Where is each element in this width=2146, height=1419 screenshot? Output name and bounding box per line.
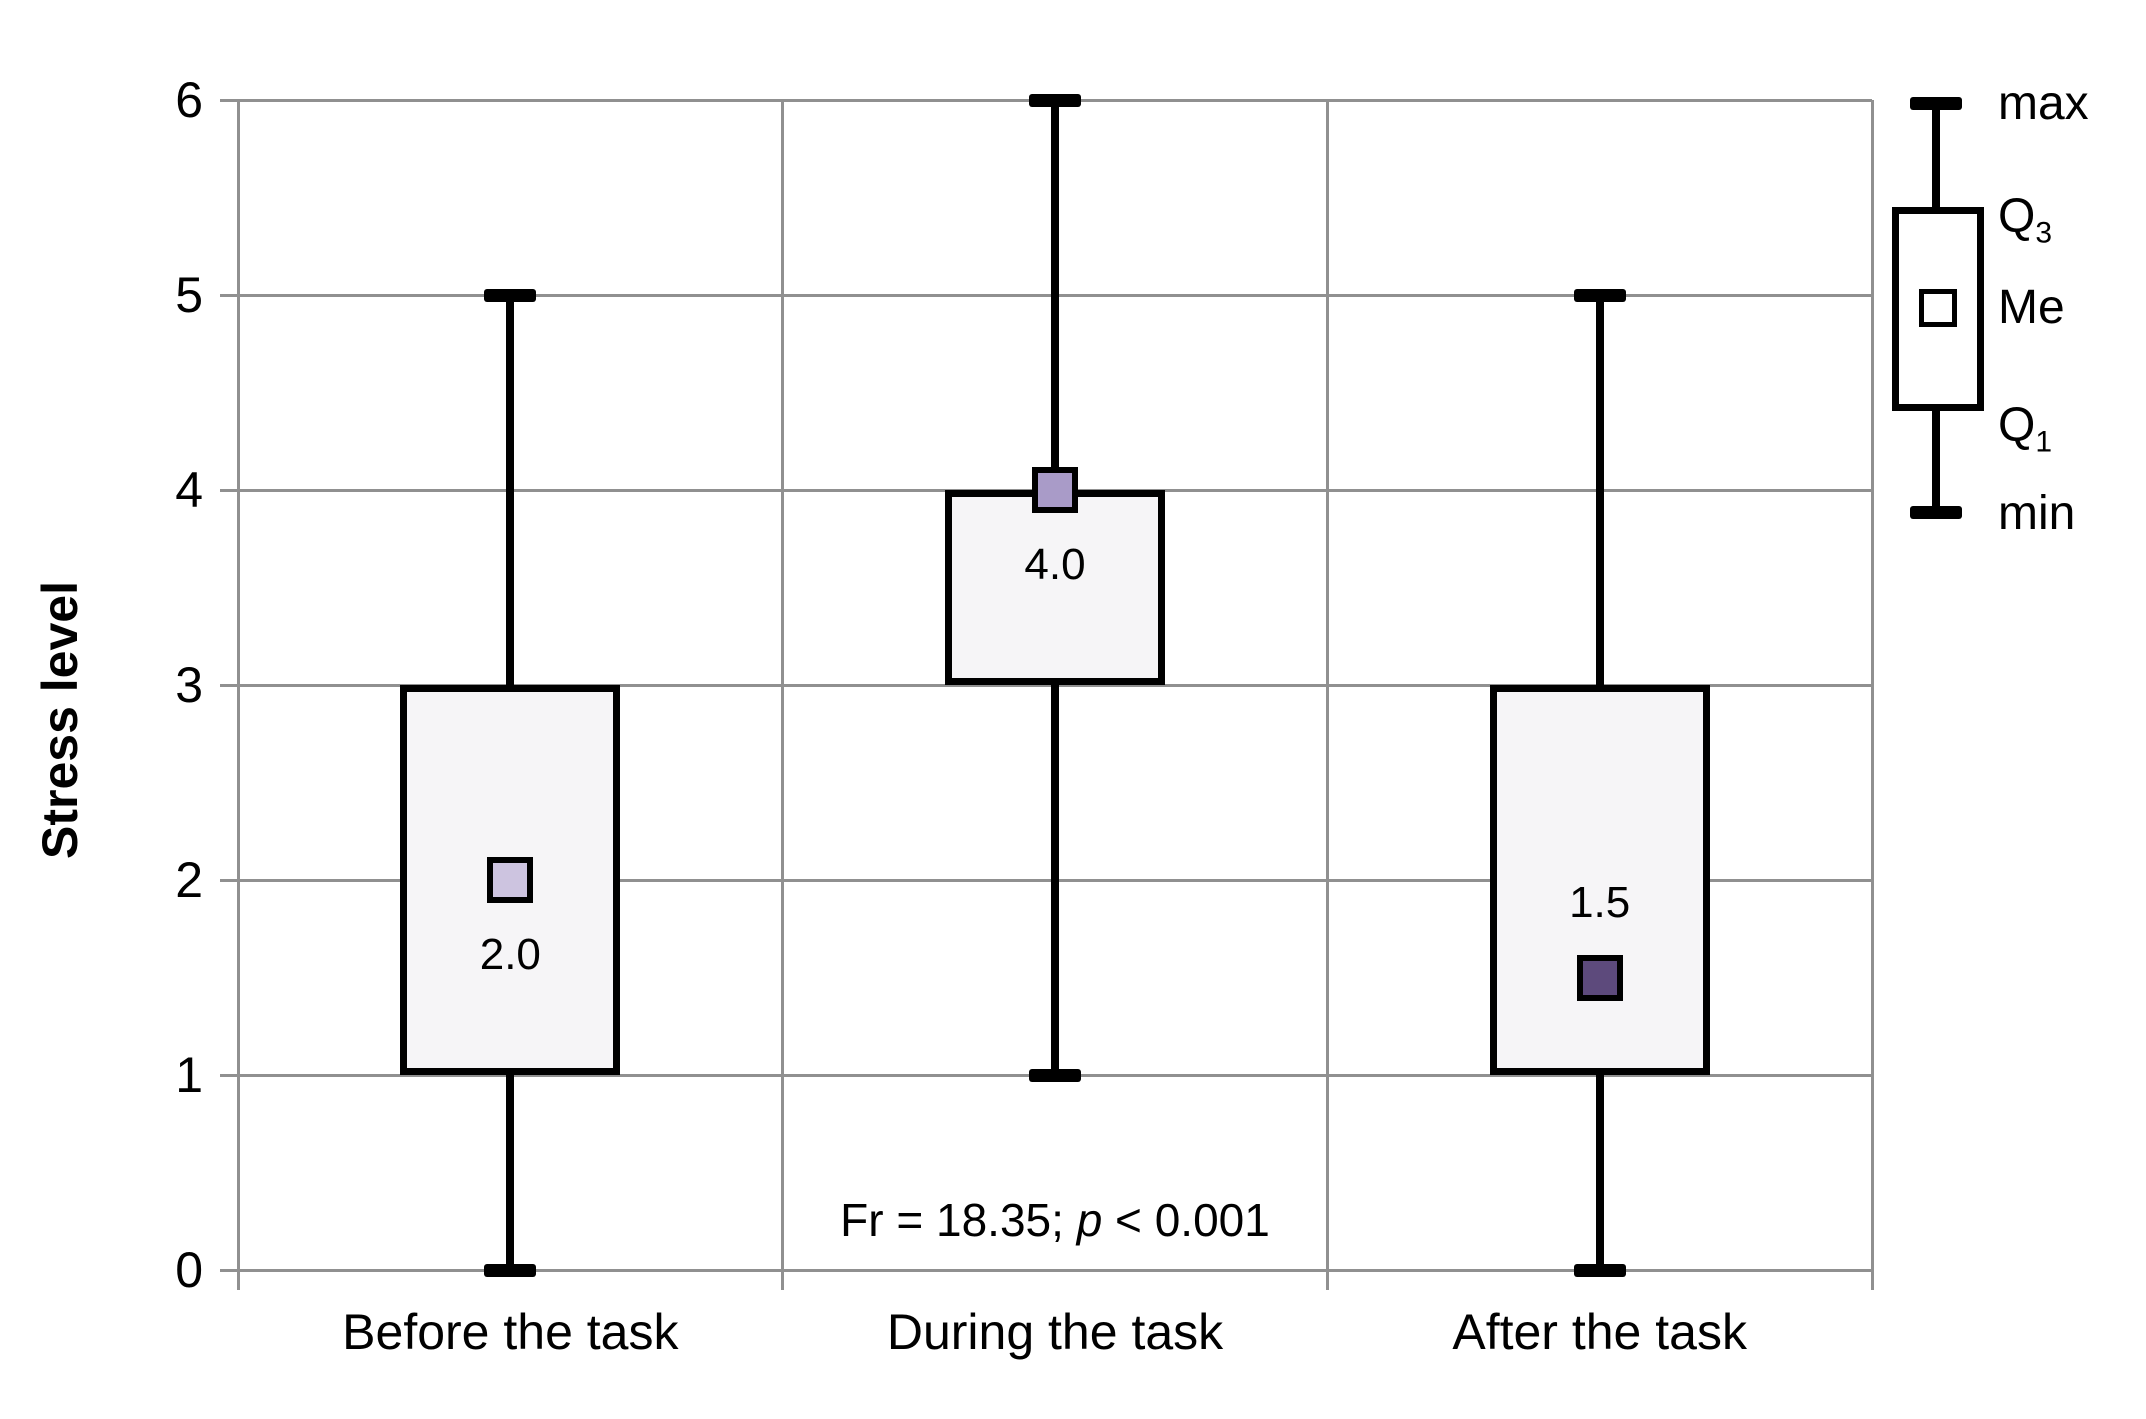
x-category-label: After the task <box>1452 1304 1747 1360</box>
box-3-median-label: 1.5 <box>1569 877 1631 927</box>
y-axis-tick <box>220 683 238 687</box>
y-axis-tick <box>220 98 238 102</box>
plot-right-border <box>1870 100 1874 1290</box>
box-1-lower-whisker <box>506 1075 515 1270</box>
y-tick-label: 6 <box>175 72 203 128</box>
box-1-max-cap <box>484 289 537 302</box>
box-3-lower-whisker <box>1595 1075 1604 1270</box>
box-1-min-cap <box>484 1264 537 1277</box>
box-2-max-cap <box>1029 94 1081 107</box>
legend-lower-whisker-icon <box>1932 408 1940 508</box>
category-separator-line <box>781 100 785 1290</box>
annotation-suffix: < 0.001 <box>1102 1194 1270 1246</box>
annotation-p-italic: p <box>1076 1194 1103 1246</box>
box-2-median-label: 4.0 <box>1024 540 1086 589</box>
legend-q3-subscript: 3 <box>2035 216 2053 250</box>
x-category-label: During the task <box>886 1304 1224 1360</box>
annotation-prefix: Fr = 18.35; <box>840 1194 1077 1246</box>
box-3-max-cap <box>1573 289 1626 302</box>
box-2-upper-whisker <box>1051 100 1059 490</box>
legend-max-cap-icon <box>1910 97 1962 110</box>
legend-label-min: min <box>1998 487 2076 540</box>
y-axis-tick <box>220 1268 238 1272</box>
legend-median-marker-icon <box>1919 289 1957 327</box>
legend-label-me: Me <box>1998 281 2065 334</box>
x-axis-line <box>238 1268 1872 1272</box>
box-2-median-marker <box>1032 467 1078 513</box>
y-axis-tick <box>220 293 238 297</box>
box-3-upper-whisker <box>1595 295 1604 685</box>
y-axis-tick <box>220 488 238 492</box>
statistics-annotation: Fr = 18.35; p < 0.001 <box>705 1196 1405 1244</box>
box-2-min-cap <box>1029 1069 1081 1082</box>
legend-box-icon <box>1892 207 1984 411</box>
legend-label-max: max <box>1998 77 2089 130</box>
x-category-label: Before the task <box>342 1304 679 1360</box>
y-tick-label: 1 <box>175 1047 203 1103</box>
legend-q1-base: Q <box>1998 399 2036 452</box>
y-tick-label: 3 <box>175 657 203 713</box>
box-2-lower-whisker <box>1051 685 1059 1075</box>
legend-label-q3: Q3 <box>1998 190 2052 249</box>
box-3-min-cap <box>1573 1264 1626 1277</box>
y-tick-label: 0 <box>175 1242 203 1298</box>
y-tick-label: 5 <box>175 267 203 323</box>
y-axis-line <box>236 100 240 1290</box>
box-1-median-marker <box>487 857 534 903</box>
y-tick-label: 2 <box>175 852 203 908</box>
box-1-upper-whisker <box>506 295 515 685</box>
legend-min-cap-icon <box>1910 506 1962 519</box>
box-3-median-marker <box>1576 954 1623 1001</box>
box-3-iqr <box>1489 685 1710 1075</box>
y-axis-tick <box>220 1073 238 1077</box>
box-2-iqr <box>945 490 1165 685</box>
y-axis-title: Stress level <box>32 581 88 859</box>
legend-q3-base: Q <box>1998 190 2036 243</box>
legend-q1-subscript: 1 <box>2035 425 2053 459</box>
category-separator-line <box>1325 100 1329 1290</box>
legend-upper-whisker-icon <box>1932 110 1940 210</box>
y-axis-tick <box>220 878 238 882</box>
y-tick-label: 4 <box>175 462 203 518</box>
box-1-median-label: 2.0 <box>479 930 541 979</box>
legend-label-q1: Q1 <box>1998 399 2052 458</box>
